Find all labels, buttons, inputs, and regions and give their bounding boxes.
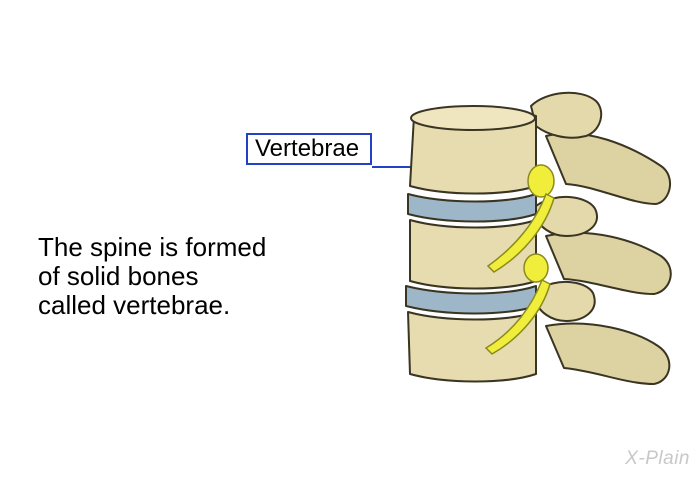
vertebral-body-bottom xyxy=(407,311,537,383)
description-line-2: of solid bones xyxy=(38,261,199,291)
description-text: The spine is formed of solid bones calle… xyxy=(38,233,308,320)
vertebral-body-top-surface xyxy=(410,105,536,131)
vertebrae-label: Vertebrae xyxy=(246,133,372,165)
vertebrae-label-text: Vertebrae xyxy=(255,135,360,162)
description-line-3: called vertebrae. xyxy=(38,290,231,320)
spinous-process-low xyxy=(545,322,671,385)
disc-upper xyxy=(407,193,537,223)
xplain-watermark: X-Plain xyxy=(625,448,690,470)
watermark-text: X-Plain xyxy=(625,448,690,469)
spinous-process-top xyxy=(545,132,671,205)
nerve-root-lower xyxy=(484,278,551,355)
description-line-1: The spine is formed xyxy=(38,232,267,262)
nerve-ganglion-lower xyxy=(523,253,549,283)
nerve-ganglion-upper xyxy=(527,164,555,198)
nerve-root-upper xyxy=(486,192,555,273)
spinous-process-mid xyxy=(545,231,672,295)
disc-lower xyxy=(405,285,537,315)
transverse-process-top xyxy=(530,91,603,139)
transverse-process-low xyxy=(535,280,596,322)
spine-illustration xyxy=(405,91,672,385)
